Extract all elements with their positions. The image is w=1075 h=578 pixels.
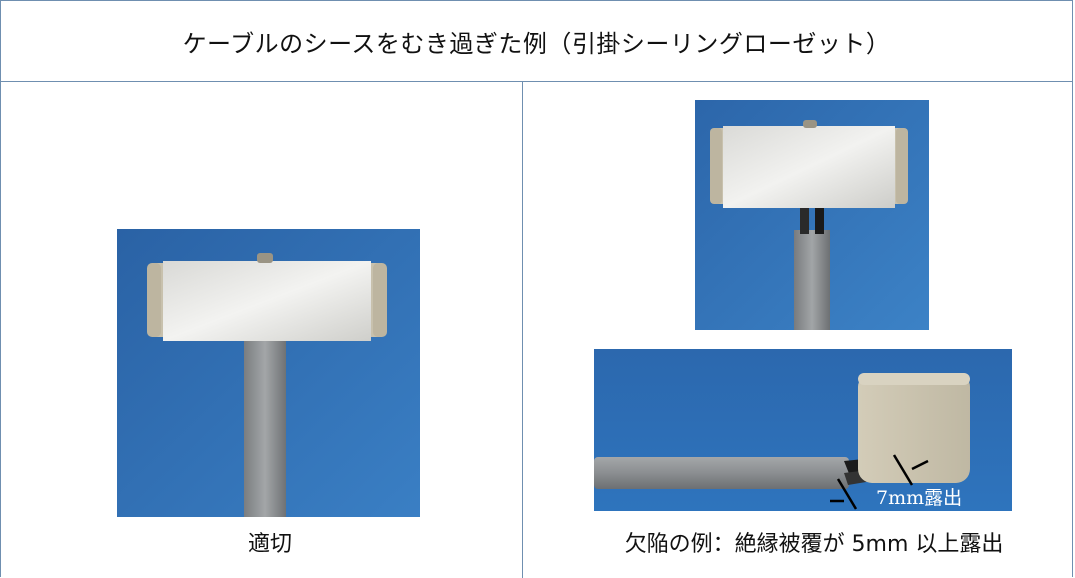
column-divider: [522, 81, 523, 578]
defect-example-photo-side: 7mm露出: [594, 349, 1012, 511]
defect-caption: 欠陥の例：絶縁被覆が 5mm 以上露出: [624, 532, 1004, 557]
rosette-front-icon: [117, 229, 420, 517]
defect-example-photo-top: [695, 100, 929, 330]
page-title: ケーブルのシースをむき過ぎた例（引掛シーリングローゼット）: [182, 29, 891, 58]
rosette-side-icon: [594, 349, 1012, 511]
correct-caption: 適切: [247, 532, 292, 557]
exposure-annotation: 7mm露出: [876, 487, 963, 509]
title-row: ケーブルのシースをむき過ぎた例（引掛シーリングローゼット）: [1, 1, 1072, 82]
rosette-front-icon-2: [695, 100, 929, 330]
correct-example-photo: [117, 229, 420, 517]
